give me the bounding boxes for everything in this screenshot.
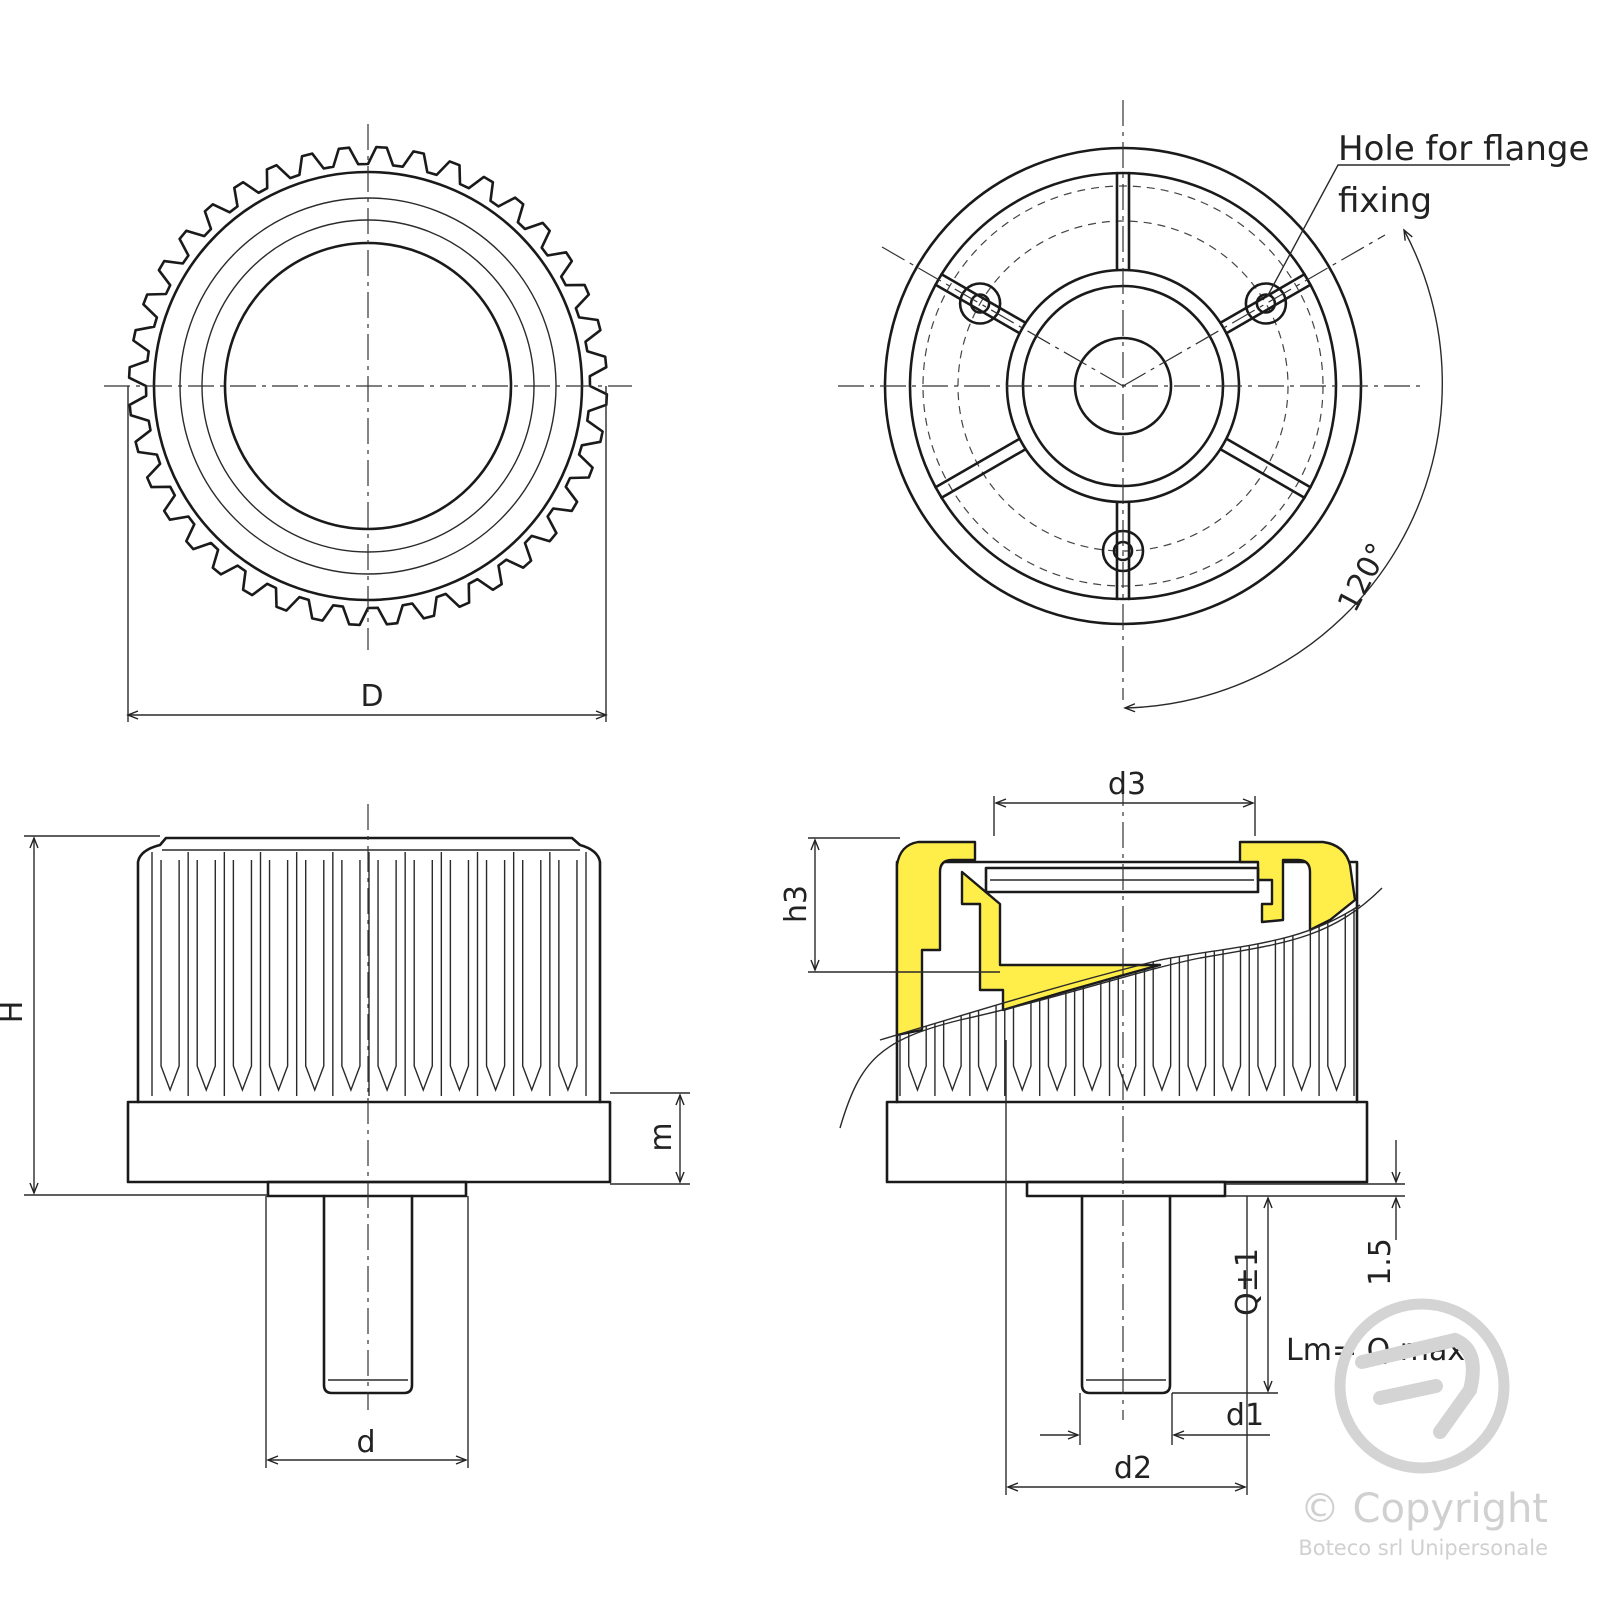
front-view: D xyxy=(104,124,632,722)
section-view: d3 h3 1.5 Q±1 Lm= Q max. d1 d2 xyxy=(779,767,1475,1495)
rib-line xyxy=(934,283,1021,335)
flute-groove xyxy=(942,905,962,1093)
flute-groove xyxy=(341,860,361,1092)
flute-groove xyxy=(1257,905,1277,1093)
rear-view: 120° Hole for flange fixing xyxy=(838,100,1589,713)
break-line xyxy=(839,887,1383,1129)
section-fill-yellow-inner xyxy=(960,870,1162,1012)
flute-groove xyxy=(1082,905,1102,1093)
flute-groove xyxy=(449,860,470,1092)
knob-base-ring xyxy=(126,1100,612,1184)
watermark-logo xyxy=(1334,1298,1510,1474)
dimension-d2-label: d2 xyxy=(1114,1451,1152,1486)
flute-groove xyxy=(1117,905,1137,1093)
flute-groove xyxy=(232,860,253,1092)
knob-body-outline xyxy=(136,836,602,1104)
flute-groove xyxy=(160,860,180,1092)
section-stud xyxy=(1080,1194,1172,1395)
flute-groove xyxy=(413,860,433,1092)
section-fill-yellow xyxy=(895,840,977,1037)
flute-groove xyxy=(1152,905,1172,1093)
dimension-d3-label: d3 xyxy=(1108,767,1146,802)
flute-groove xyxy=(196,860,216,1092)
dimension-d1-label: d1 xyxy=(1226,1398,1264,1433)
rib-line xyxy=(1219,273,1306,325)
watermark-company: Boteco srl Unipersonale xyxy=(1298,1536,1548,1560)
hole-note-line2: fixing xyxy=(1338,181,1432,221)
angle-arc xyxy=(1123,228,1444,713)
dimension-h3-label: h3 xyxy=(779,885,814,923)
flute-groove xyxy=(558,860,578,1092)
stud-collar xyxy=(266,1180,468,1198)
section-base-ring xyxy=(885,1100,1369,1184)
side-view: H m d xyxy=(0,804,690,1468)
flute-groove xyxy=(485,860,506,1092)
rib-line xyxy=(1219,447,1306,499)
watermark-logo-mark xyxy=(1355,1332,1480,1439)
angle-label: 120° xyxy=(1331,537,1396,617)
rib-line xyxy=(934,437,1021,489)
dimension-D-label: D xyxy=(360,679,383,714)
dimension-1-5-label: 1.5 xyxy=(1363,1238,1398,1286)
watermark-copyright: © Copyright xyxy=(1300,1486,1548,1532)
flute-groove xyxy=(305,860,325,1092)
rib-line xyxy=(1225,283,1312,335)
dimension-d-label: d xyxy=(356,1425,375,1460)
rib-line xyxy=(940,447,1027,499)
flute-groove xyxy=(1327,905,1346,1093)
copyright-watermark: © Copyright Boteco srl Unipersonale xyxy=(1298,1298,1548,1560)
flute-groove xyxy=(377,860,397,1092)
hole-note-line1: Hole for flange xyxy=(1338,129,1589,169)
section-fill-yellow-right xyxy=(1238,840,1357,932)
dimension-H-label: H xyxy=(0,1001,30,1024)
dimension-m-label: m xyxy=(644,1122,679,1151)
hole-leader-line xyxy=(1266,164,1510,298)
inner-cap xyxy=(984,866,1260,894)
rib-line xyxy=(1225,437,1312,489)
rib-line xyxy=(940,273,1027,325)
flange-hole xyxy=(969,293,991,314)
flange-hole-boss xyxy=(958,282,1002,325)
flute-groove xyxy=(522,860,542,1092)
section-collar xyxy=(1025,1180,1227,1198)
flute-groove xyxy=(1222,905,1242,1093)
knurled-flutes xyxy=(151,852,587,1096)
flute-groove xyxy=(1187,905,1207,1093)
flute-groove xyxy=(268,860,289,1092)
flute-groove xyxy=(1292,905,1312,1093)
